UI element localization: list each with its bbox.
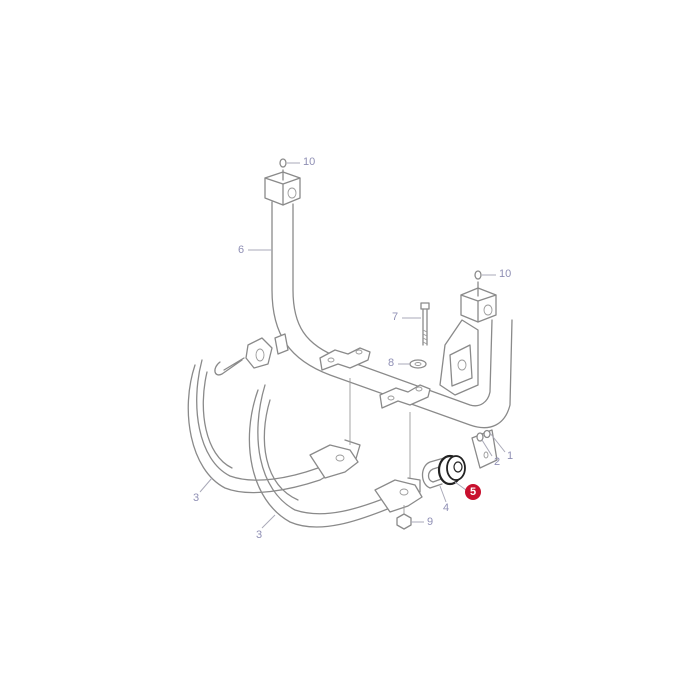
callout-6: 6 (238, 244, 245, 256)
upper-bush-assembly (214, 333, 289, 376)
left-mount-block (264, 158, 301, 206)
right-mount-block (439, 270, 497, 396)
callout-10-right: 10 (499, 268, 512, 280)
callout-8: 8 (388, 357, 395, 369)
callout-5-highlighted[interactable]: 5 (465, 484, 481, 500)
clamp-saddle-left (319, 347, 371, 371)
side-bracket (471, 429, 498, 469)
callout-3-front: 3 (256, 529, 263, 541)
washer-8 (409, 359, 427, 369)
leaf-spring-rear (187, 359, 361, 494)
rubber-bush-5 (437, 454, 466, 486)
callout-4: 4 (443, 502, 450, 514)
leaf-spring-front (248, 384, 423, 528)
callout-10-left: 10 (303, 156, 316, 168)
bolt-7 (420, 302, 430, 346)
callout-3-rear: 3 (193, 492, 200, 504)
callout-1: 1 (507, 450, 514, 462)
clamp-saddle-right (379, 384, 431, 409)
callout-9: 9 (427, 516, 434, 528)
callout-2: 2 (494, 456, 501, 468)
u-bolt-4 (421, 457, 447, 489)
flange-nut-9 (396, 505, 412, 530)
callout-7: 7 (392, 311, 399, 323)
